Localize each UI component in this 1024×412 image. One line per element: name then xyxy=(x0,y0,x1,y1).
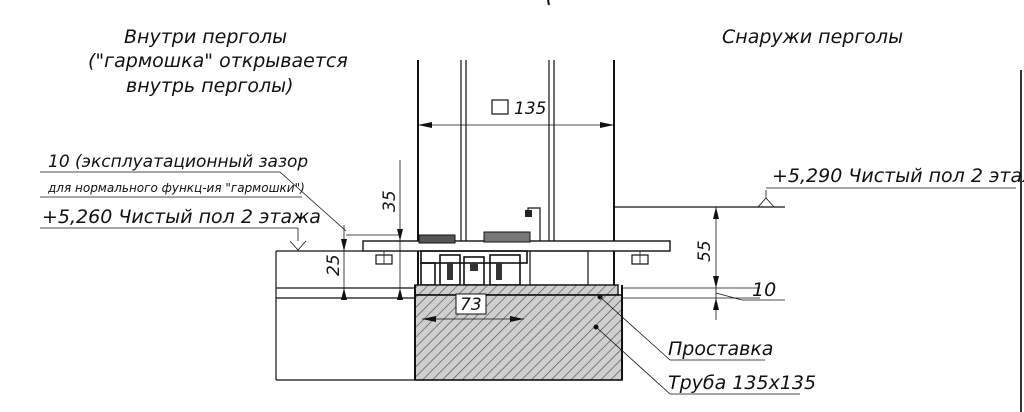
level-right: +5,290 Чистый пол 2 этажа xyxy=(766,165,1024,189)
level-left: +5,260 Чистый пол 2 этажа xyxy=(40,206,321,251)
inside-line-1: Внутри перголы xyxy=(124,26,287,48)
gap-note-line-1: 10 (эксплуатационный зазор xyxy=(48,152,308,172)
spacer-block xyxy=(414,284,619,296)
outer-floor xyxy=(614,190,785,299)
level-left-label: +5,260 Чистый пол 2 этажа xyxy=(42,206,321,228)
tube-label: Труба 135х135 xyxy=(668,372,816,394)
inside-line-3: внутрь перголы) xyxy=(126,75,294,97)
gap-note: 10 (эксплуатационный зазор для нормально… xyxy=(40,152,347,232)
tube-leader: Труба 135х135 xyxy=(593,324,816,395)
dimension-25: 25 xyxy=(324,225,347,300)
cover-plate xyxy=(362,240,671,265)
dimension-35: 35 xyxy=(346,160,403,300)
inner-floor xyxy=(275,250,418,381)
dim-35-label: 35 xyxy=(380,190,400,212)
tube-135x135 xyxy=(414,294,623,381)
inside-title: Внутри перголы ("гармошка" открывается в… xyxy=(88,26,348,97)
dimension-55: 55 xyxy=(695,207,719,320)
level-right-label: +5,290 Чистый пол 2 этажа xyxy=(772,165,1024,187)
dimension-10: 10 xyxy=(715,279,785,301)
gap-note-line-2: для нормального функц-ия "гармошки") xyxy=(47,181,305,195)
dimension-135: 135 xyxy=(418,99,614,128)
dim-10-label: 10 xyxy=(752,279,776,301)
outside-title: Снаружи перголы xyxy=(722,26,903,48)
rail-profiles xyxy=(418,231,589,286)
dimension-73: 73 xyxy=(422,293,524,322)
inside-line-2: ("гармошка" открывается xyxy=(88,50,348,72)
top-text-fragment xyxy=(547,0,550,6)
dim-73-label: 73 xyxy=(460,295,482,315)
spacer-label: Проставка xyxy=(668,338,773,360)
dim-25-label: 25 xyxy=(324,254,344,276)
frame-profiles xyxy=(417,60,615,288)
dim-55-label: 55 xyxy=(695,240,715,262)
spacer-leader: Проставка xyxy=(597,294,773,361)
dim-135-label: 135 xyxy=(514,99,546,119)
